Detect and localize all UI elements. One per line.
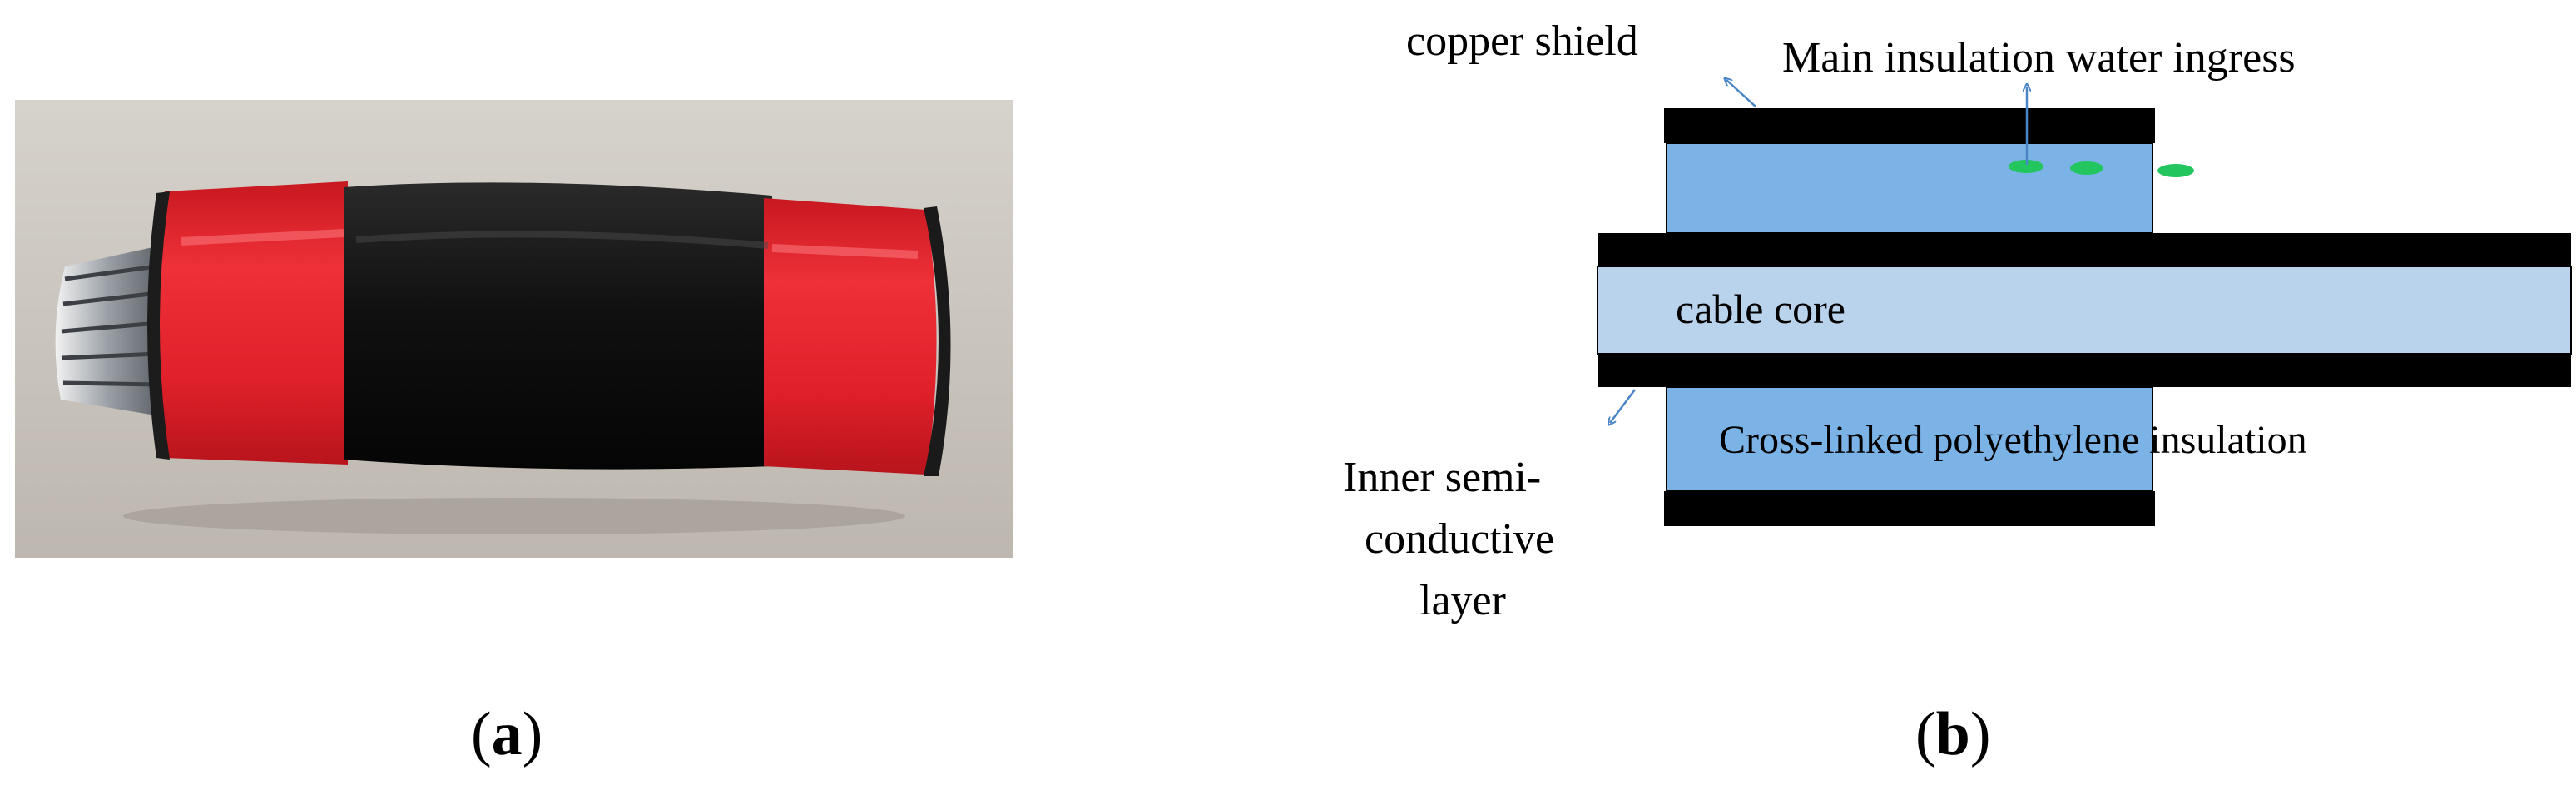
cable-sample-photo	[15, 100, 1013, 558]
cable-structure-diagram: copper shield Main insulation water ingr…	[1343, 17, 2572, 624]
inner-semi-conductive-top	[1598, 233, 2571, 266]
stranded-conductor-icon	[55, 246, 161, 416]
inner-semi-label-2: conductive	[1365, 515, 1554, 563]
xlpe-label: Cross-linked polyethylene insulation	[1719, 418, 2307, 462]
xlpe-insulation-bottom	[1666, 386, 2153, 492]
water-droplet	[2157, 164, 2194, 177]
xlpe-insulation-top	[1666, 142, 2153, 234]
inner-semi-conductive-bottom	[1598, 354, 2571, 387]
inner-semi-label-1: Inner semi-	[1343, 454, 1541, 501]
copper-shield-label: copper shield	[1406, 17, 1638, 65]
cable-core-label: cable core	[1676, 286, 1845, 332]
water-droplet	[2070, 161, 2103, 175]
panel-b-caption: (b)	[1915, 700, 1991, 768]
water-droplet	[2009, 160, 2043, 173]
inner-semi-label-3: layer	[1419, 577, 1506, 624]
copper-shield-top	[1664, 108, 2155, 143]
cable-core	[1597, 266, 2572, 355]
panel-a-caption: (a)	[471, 700, 543, 768]
arrow-icon	[1610, 389, 1636, 423]
copper-shield-bottom	[1664, 491, 2155, 526]
arrow-icon	[1726, 80, 1756, 107]
water-ingress-label: Main insulation water ingress	[1782, 34, 2296, 82]
